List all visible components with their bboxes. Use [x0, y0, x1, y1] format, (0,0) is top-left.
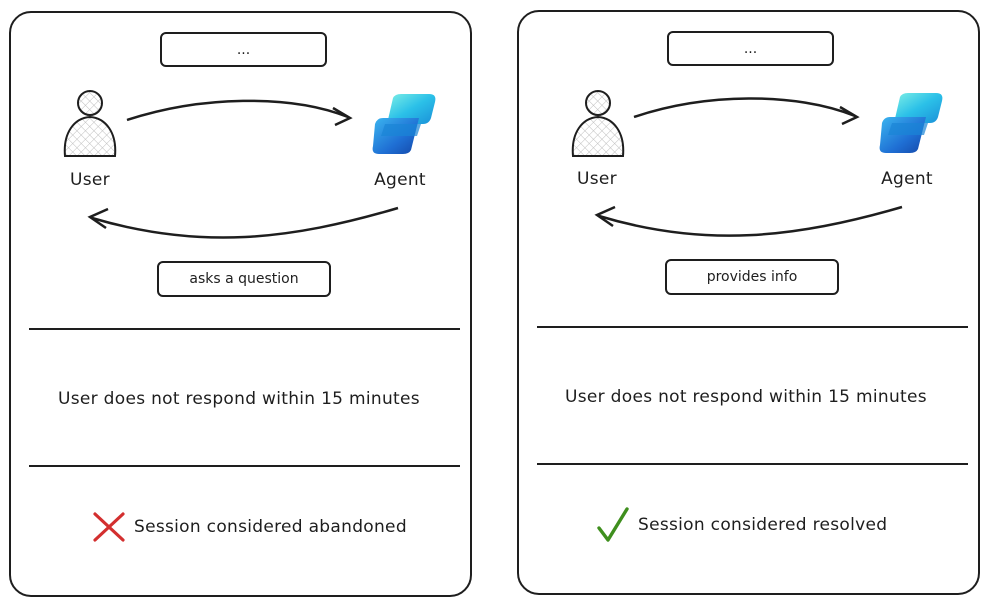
left-condition-text: User does not respond within 15 minutes [58, 389, 420, 409]
left-message-pill: asks a question [157, 261, 331, 297]
user-label: User [70, 170, 110, 190]
checkmark-icon [597, 507, 629, 542]
right-outcome-text: Session considered resolved [638, 515, 888, 535]
right-divider-top [537, 326, 968, 328]
agent-label: Agent [881, 169, 933, 189]
right-top-pill: ... [667, 31, 834, 66]
user-icon [571, 90, 625, 157]
right-message-pill: provides info [665, 259, 839, 295]
left-outcome: Session considered abandoned [92, 511, 407, 543]
copilot-agent-icon [879, 93, 943, 153]
right-outcome: Session considered resolved [596, 506, 887, 544]
left-top-pill: ... [160, 32, 327, 67]
right-condition-text: User does not respond within 15 minutes [565, 387, 927, 407]
user-icon [63, 90, 117, 157]
left-divider-top [29, 328, 460, 330]
right-divider-bottom [537, 463, 968, 465]
left-divider-bottom [29, 465, 460, 467]
agent-label: Agent [374, 170, 426, 190]
left-outcome-text: Session considered abandoned [134, 517, 407, 537]
user-label: User [577, 169, 617, 189]
copilot-agent-icon [372, 94, 436, 154]
cross-icon [93, 512, 125, 542]
